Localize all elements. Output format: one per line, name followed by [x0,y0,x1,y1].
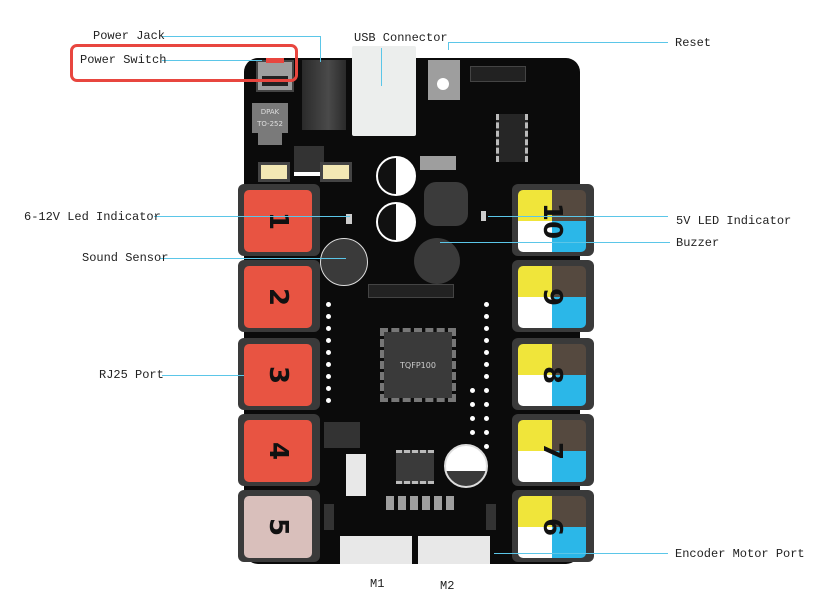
encoder-port-header [486,504,496,530]
jumper-header [420,156,456,170]
leader-reset [448,42,449,50]
regulator-tab [258,133,282,145]
leader-sound-sensor [160,258,346,259]
power-jack [302,60,346,130]
label-sound-sensor: Sound Sensor [82,251,169,265]
led-6-12v [346,214,352,224]
buzzer [414,238,460,284]
port-number: 5 [263,517,293,537]
motor-driver-chip [396,450,434,484]
rj25-port-3: 3 [238,338,320,410]
leader-usb [381,48,382,86]
usb-connector [352,46,416,136]
isp-header [470,66,526,82]
usb-serial-chip [496,114,528,162]
rj25-port-6: 6 [512,490,594,562]
rj25-port-5: 5 [238,490,320,562]
leader-5v-led [488,216,668,217]
capacitor [444,444,488,488]
encoder-connector [346,454,366,496]
label-power-jack: Power Jack [93,29,166,43]
port-number: 3 [263,365,293,385]
capacitor [376,156,416,196]
rj25-port-9: 9 [512,260,594,332]
leader-6-12v-led [154,216,350,217]
label-m2: M2 [440,579,455,593]
label-reset: Reset [675,36,712,50]
rj25-port-1: 1 [238,184,320,256]
leader-power-jack [162,36,320,37]
capacitor [376,202,416,242]
rj25-port-10: 10 [512,184,594,256]
label-5v-led: 5V LED Indicator [676,214,792,228]
rj25-port-4: 4 [238,414,320,486]
port-number: 4 [263,441,293,461]
regulator-label-2: TO-252 [257,120,283,128]
fuse [258,162,290,182]
port-number: 2 [263,287,293,307]
encoder-port-header [324,504,334,530]
status-leds [386,496,456,510]
mcu-label: TQFP100 [400,360,436,370]
port-number: 9 [537,287,567,307]
leader-reset [448,42,668,43]
label-rj25-port: RJ25 Port [99,368,164,382]
label-m1: M1 [370,577,385,591]
highlight-box [70,44,298,82]
label-encoder-motor-port: Encoder Motor Port [675,547,805,561]
label-6-12v-led: 6-12V Led Indicator [24,210,161,224]
port-number: 1 [263,211,293,231]
rj25-port-8: 8 [512,338,594,410]
regulator-label-1: DPAK [260,108,280,116]
mcu-chip: TQFP100 [380,328,456,402]
diode [294,146,324,176]
leader-rj25 [162,375,244,376]
voltage-regulator: DPAK TO-252 [252,103,288,133]
port-number: 8 [537,365,567,385]
sound-sensor [320,238,368,286]
inductor [424,182,468,226]
port-number: 7 [537,441,567,461]
leader-buzzer [440,242,670,243]
led-5v [481,211,486,221]
rj25-port-2: 2 [238,260,320,332]
fuse [320,162,352,182]
motor-connector-m2 [418,536,490,564]
leader-power-switch [162,60,262,61]
port-number: 6 [537,517,567,537]
leader-power-jack [320,36,321,62]
icsp-header [324,422,360,448]
label-usb-connector: USB Connector [354,31,448,45]
label-power-switch: Power Switch [80,53,167,67]
label-buzzer: Buzzer [676,236,720,250]
rj25-port-7: 7 [512,414,594,486]
motor-connector-m1 [340,536,412,564]
leader-encoder [494,553,668,554]
reset-button [428,60,460,100]
pin-header [368,284,454,298]
